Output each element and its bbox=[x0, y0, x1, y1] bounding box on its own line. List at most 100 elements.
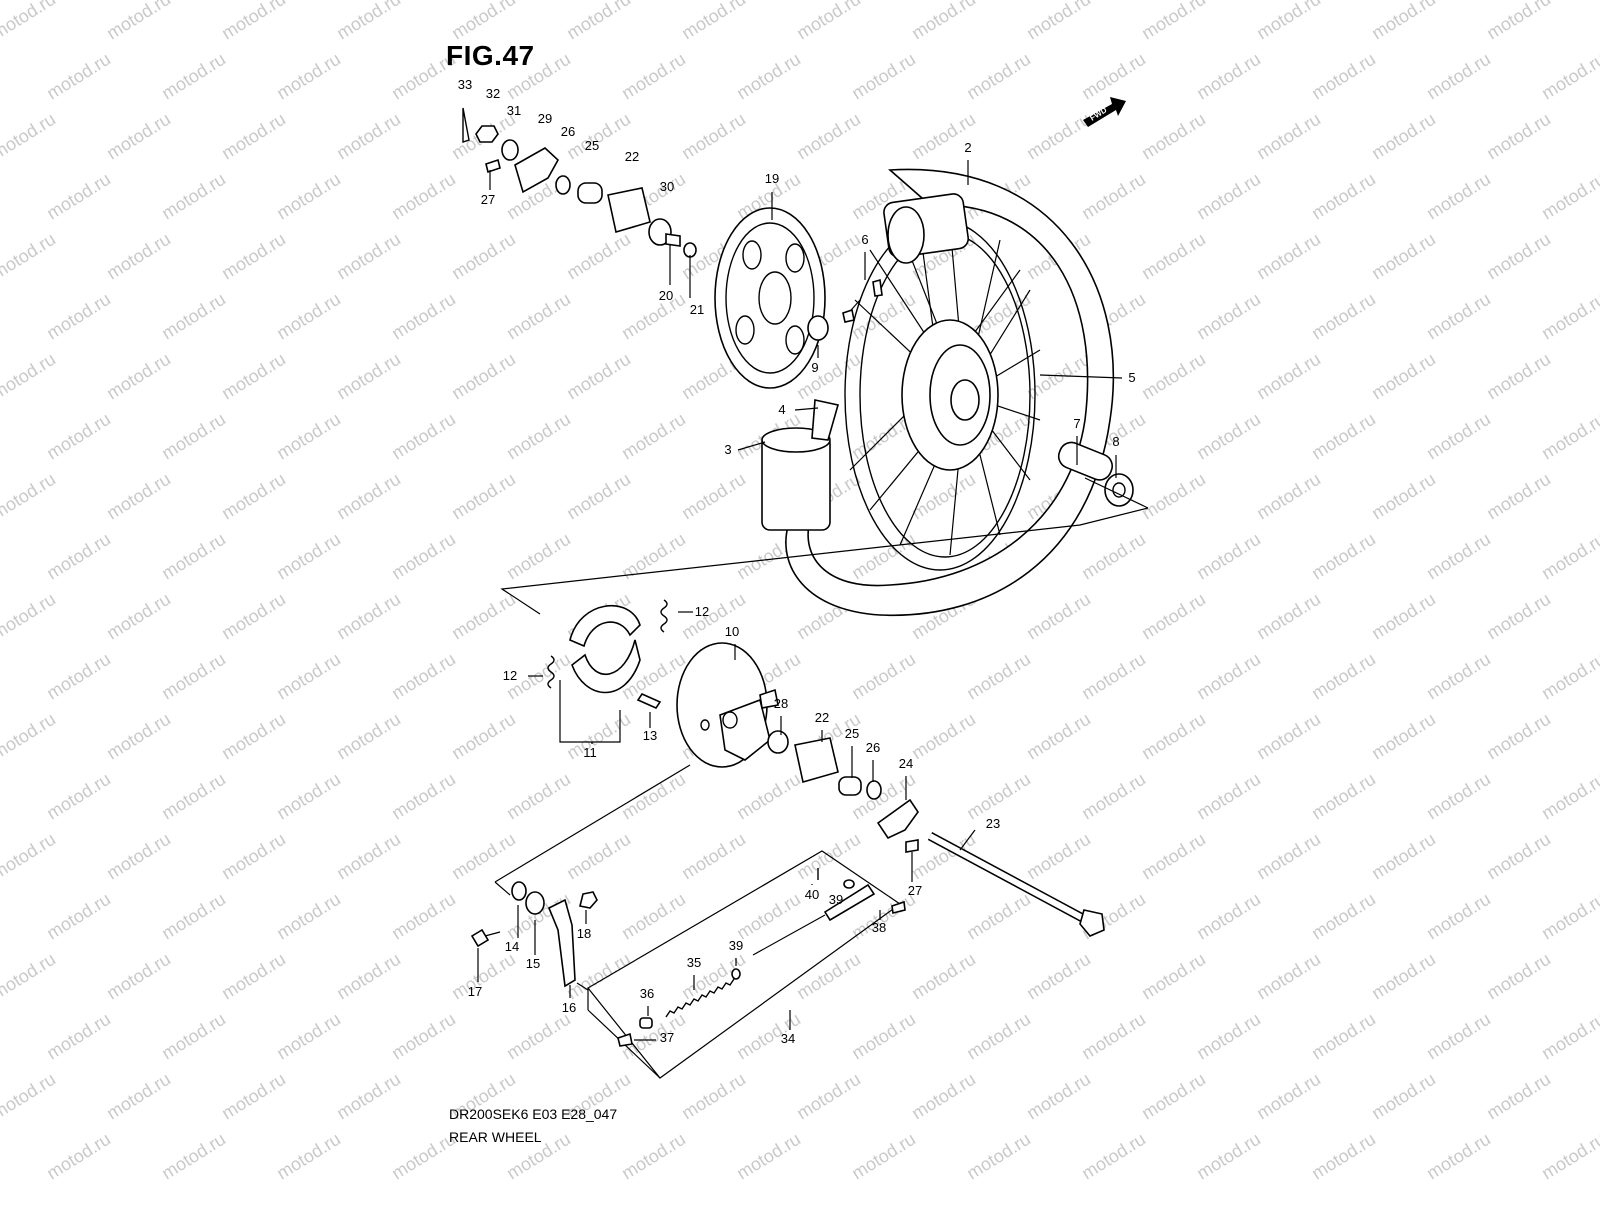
watermark-text: motod.ru bbox=[563, 229, 634, 284]
watermark-text: motod.ru bbox=[1308, 1009, 1379, 1064]
watermark-text: motod.ru bbox=[0, 589, 59, 644]
watermark-text: motod.ru bbox=[1023, 1069, 1094, 1124]
watermark-text: motod.ru bbox=[43, 289, 114, 344]
torque-link-parts bbox=[470, 881, 598, 991]
watermark-text: motod.ru bbox=[1423, 49, 1494, 104]
sprocket-drawing bbox=[714, 207, 829, 389]
part-callout-4: 4 bbox=[778, 402, 785, 417]
watermark-text: motod.ru bbox=[218, 829, 289, 884]
axle-drawing bbox=[927, 832, 1105, 937]
part-callout-33: 33 bbox=[458, 77, 472, 92]
watermark-text: motod.ru bbox=[388, 769, 459, 824]
figure-title: FIG.47 bbox=[446, 40, 535, 71]
watermark-text: motod.ru bbox=[1423, 289, 1494, 344]
part-callout-2: 2 bbox=[964, 140, 971, 155]
part-callout-16: 16 bbox=[562, 1000, 576, 1015]
watermark-text: motod.ru bbox=[158, 169, 229, 224]
watermark-text: motod.ru bbox=[333, 0, 404, 43]
watermark-text: motod.ru bbox=[1193, 169, 1264, 224]
part-callout-12: 12 bbox=[503, 668, 517, 683]
watermark-text: motod.ru bbox=[1308, 289, 1379, 344]
watermark-text: motod.ru bbox=[273, 769, 344, 824]
watermark-text: motod.ru bbox=[1538, 529, 1600, 584]
watermark-text: motod.ru bbox=[1423, 769, 1494, 824]
watermark-text: motod.ru bbox=[388, 1009, 459, 1064]
watermark-text: motod.ru bbox=[388, 889, 459, 944]
watermark-text: motod.ru bbox=[448, 349, 519, 404]
part-callout-8: 8 bbox=[1112, 434, 1119, 449]
watermark-text: motod.ru bbox=[43, 769, 114, 824]
watermark-text: motod.ru bbox=[908, 469, 979, 524]
watermark-text: motod.ru bbox=[1368, 1069, 1439, 1124]
watermark-text: motod.ru bbox=[1368, 709, 1439, 764]
watermark-text: motod.ru bbox=[1023, 109, 1094, 164]
watermark-text: motod.ru bbox=[1138, 349, 1209, 404]
watermark-text: motod.ru bbox=[158, 529, 229, 584]
watermark-text: motod.ru bbox=[333, 469, 404, 524]
part-callout-7: 7 bbox=[1073, 416, 1080, 431]
leader-line bbox=[959, 829, 976, 851]
watermark-text: motod.ru bbox=[618, 49, 689, 104]
watermark-text: motod.ru bbox=[503, 769, 574, 824]
watermark-text: motod.ru bbox=[733, 49, 804, 104]
part-callout-21: 21 bbox=[690, 302, 704, 317]
watermark-text: motod.ru bbox=[848, 1129, 919, 1184]
watermark-text: motod.ru bbox=[218, 709, 289, 764]
watermark-text: motod.ru bbox=[273, 289, 344, 344]
watermark-text: motod.ru bbox=[1368, 589, 1439, 644]
watermark-text: motod.ru bbox=[1023, 829, 1094, 884]
watermark-text: motod.ru bbox=[0, 469, 59, 524]
watermark-text: motod.ru bbox=[963, 889, 1034, 944]
watermark-text: motod.ru bbox=[218, 109, 289, 164]
watermark-text: motod.ru bbox=[1193, 529, 1264, 584]
leader-line bbox=[794, 407, 819, 411]
watermark-text: motod.ru bbox=[43, 1129, 114, 1184]
part-callout-38: 38 bbox=[872, 920, 886, 935]
watermark-text: motod.ru bbox=[1078, 1129, 1149, 1184]
part-callout-18: 18 bbox=[577, 926, 591, 941]
watermark-text: motod.ru bbox=[388, 409, 459, 464]
watermark-text: motod.ru bbox=[333, 109, 404, 164]
watermark-text: motod.ru bbox=[1253, 469, 1324, 524]
brake-assembly-drawing bbox=[494, 599, 919, 896]
part-callout-31: 31 bbox=[507, 103, 521, 118]
watermark-text: motod.ru bbox=[1023, 949, 1094, 1004]
watermark-text: motod.ru bbox=[1308, 649, 1379, 704]
watermark-text: motod.ru bbox=[1483, 229, 1554, 284]
watermark-text: motod.ru bbox=[1368, 349, 1439, 404]
watermark-text: motod.ru bbox=[1023, 0, 1094, 43]
watermark-text: motod.ru bbox=[103, 589, 174, 644]
watermark-text: motod.ru bbox=[333, 349, 404, 404]
watermark-text: motod.ru bbox=[0, 0, 59, 43]
watermark-text: motod.ru bbox=[448, 949, 519, 1004]
watermark-text: motod.ru bbox=[1308, 769, 1379, 824]
watermark-text: motod.ru bbox=[618, 769, 689, 824]
watermark-text: motod.ru bbox=[1538, 409, 1600, 464]
watermark-text: motod.ru bbox=[1023, 709, 1094, 764]
watermark-text: motod.ru bbox=[1538, 289, 1600, 344]
part-callout-30: 30 bbox=[660, 179, 674, 194]
watermark-text: motod.ru bbox=[908, 1069, 979, 1124]
watermark-text: motod.ru bbox=[1483, 349, 1554, 404]
watermark-text: motod.ru bbox=[563, 0, 634, 43]
watermark-text: motod.ru bbox=[448, 0, 519, 43]
watermark-text: motod.ru bbox=[1368, 949, 1439, 1004]
watermark-text: motod.ru bbox=[678, 469, 749, 524]
watermark-text: motod.ru bbox=[1253, 709, 1324, 764]
watermark-text: motod.ru bbox=[1308, 409, 1379, 464]
watermark-text: motod.ru bbox=[1193, 409, 1264, 464]
part-callout-14: 14 bbox=[505, 939, 519, 954]
watermark-text: motod.ru bbox=[448, 589, 519, 644]
watermark-text: motod.ru bbox=[1253, 349, 1324, 404]
part-callout-39: 39 bbox=[829, 892, 843, 907]
leader-line bbox=[1039, 374, 1123, 379]
watermark-text: motod.ru bbox=[448, 229, 519, 284]
watermark-text: motod.ru bbox=[388, 289, 459, 344]
watermark-text: motod.ru bbox=[218, 589, 289, 644]
watermark-text: motod.ru bbox=[1138, 829, 1209, 884]
rear-wheel-drawing bbox=[500, 168, 1149, 617]
watermark-text: motod.ru bbox=[1423, 1129, 1494, 1184]
part-callout-10: 10 bbox=[725, 624, 739, 639]
watermark-text: motod.ru bbox=[1253, 1069, 1324, 1124]
part-callout-19: 19 bbox=[765, 171, 779, 186]
